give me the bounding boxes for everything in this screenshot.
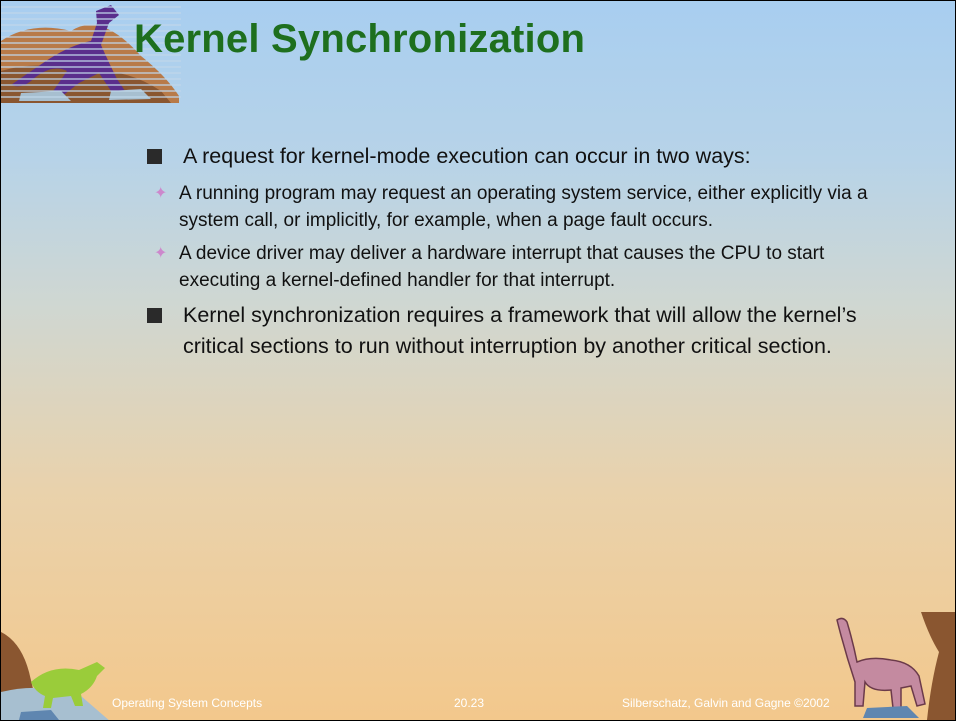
sub-bullet-item: ✦ A running program may request an opera…	[147, 180, 887, 234]
pink-brontosaurus-icon	[836, 612, 955, 720]
sub-bullet-text: A running program may request an operati…	[179, 183, 868, 231]
square-bullet-icon	[147, 308, 162, 323]
footer-course-title: Operating System Concepts	[112, 696, 263, 710]
slide-title: Kernel Synchronization	[134, 17, 586, 61]
star-bullet-icon: ✦	[154, 245, 168, 262]
star-bullet-icon: ✦	[154, 185, 168, 202]
green-triceratops-icon	[1, 632, 109, 720]
bullet-item: Kernel synchronization requires a framew…	[147, 300, 887, 362]
sub-bullet-item: ✦ A device driver may deliver a hardware…	[147, 240, 887, 294]
sub-bullet-list: ✦ A running program may request an opera…	[147, 180, 887, 294]
sub-bullet-text: A device driver may deliver a hardware i…	[179, 243, 825, 291]
footer-slide-number: 20.23	[454, 696, 485, 710]
square-bullet-icon	[147, 149, 162, 164]
bullet-item: A request for kernel-mode execution can …	[147, 141, 887, 172]
bullet-text: Kernel synchronization requires a framew…	[183, 303, 857, 358]
slide-body: A request for kernel-mode execution can …	[147, 141, 887, 370]
footer-copyright: Silberschatz, Galvin and Gagne ©2002	[622, 696, 830, 710]
bullet-text: A request for kernel-mode execution can …	[183, 144, 751, 168]
purple-dinosaur-icon	[1, 5, 181, 103]
